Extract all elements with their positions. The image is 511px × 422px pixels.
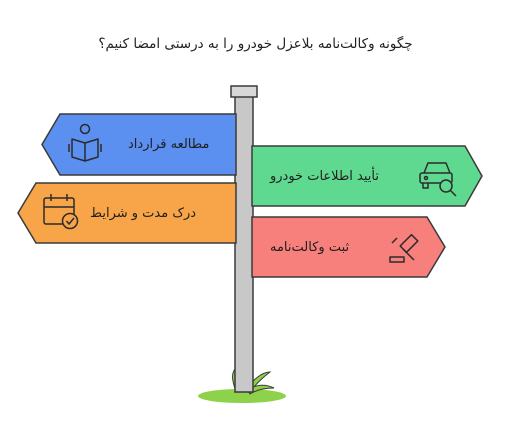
sign-label-understand-terms: درک مدت و شرایط: [90, 206, 197, 221]
gavel-icon: [389, 233, 419, 263]
reading-person-icon: [68, 123, 102, 162]
signpost-cap: [230, 85, 258, 98]
calendar-check-icon: [43, 194, 79, 230]
signpost-pole: [234, 94, 254, 393]
sign-label-register-poa: ثبت وکالت‌نامه: [270, 240, 350, 255]
diagram-title: چگونه وکالت‌نامه بلاعزل خودرو را به درست…: [98, 36, 413, 52]
sign-label-verify-vehicle: تأیید اطلاعات خودرو: [270, 169, 379, 184]
sign-verify-vehicle: [251, 145, 483, 207]
sign-label-reading-contract: مطالعه قرارداد: [128, 137, 210, 152]
car-search-icon: [419, 162, 457, 197]
